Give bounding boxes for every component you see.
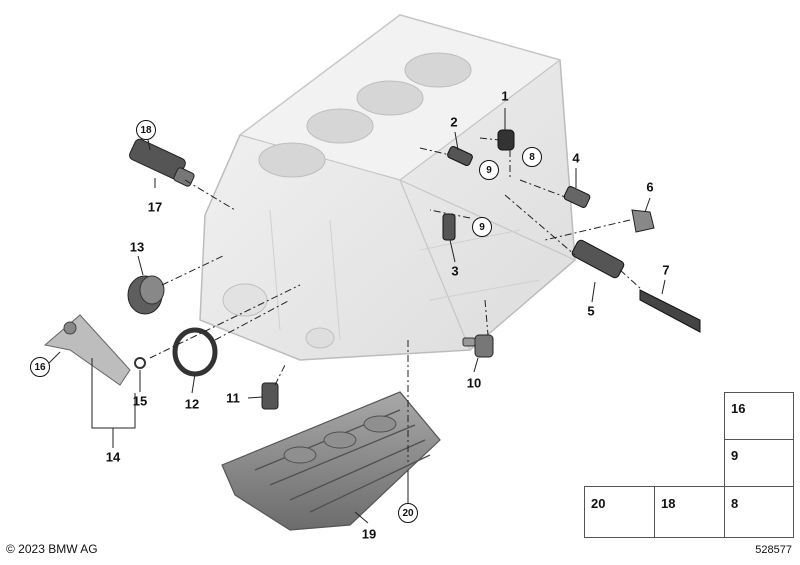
sensor-part-5: [571, 239, 625, 279]
circled-label-16: 16: [30, 357, 50, 377]
circled-label-9-lower: 9: [472, 217, 492, 237]
dash-dot-lines: [149, 137, 641, 462]
part-label-6: 6: [646, 179, 654, 195]
circled-label-18: 18: [136, 120, 156, 140]
fastener-label-18: 18: [661, 496, 676, 511]
washer-part-15: [134, 357, 146, 369]
copyright-text: © 2023 BMW AG: [6, 542, 98, 556]
sensor-part-1: [497, 129, 515, 151]
fastener-cell-18: 18: [654, 486, 725, 538]
fastener-label-9: 9: [731, 448, 739, 463]
fastener-cell-8: 8: [724, 486, 794, 538]
part-label-12: 12: [184, 396, 200, 412]
oil-pan-part-19: [221, 391, 441, 531]
fastener-label-8: 8: [731, 496, 739, 511]
part-label-13: 13: [129, 239, 145, 255]
part-label-17: 17: [147, 199, 163, 215]
part-label-11: 11: [226, 390, 240, 406]
part-label-2: 2: [450, 114, 458, 130]
part-label-7: 7: [662, 262, 670, 278]
engine-block: [199, 14, 576, 361]
fastener-label-16: 16: [731, 401, 746, 416]
circled-label-8: 8: [522, 147, 542, 167]
part-label-4: 4: [572, 150, 580, 166]
bracket-part-6: [631, 209, 655, 233]
part-label-15: 15: [132, 393, 148, 409]
sensor-part-10: [462, 334, 494, 358]
plug-part-13: [127, 275, 165, 315]
part-label-3: 3: [451, 263, 459, 279]
document-number: 528577: [755, 544, 792, 556]
part-label-1: 1: [501, 88, 509, 104]
fastener-cell-16: 16: [724, 392, 794, 440]
fastener-label-20: 20: [591, 496, 606, 511]
part-label-19: 19: [361, 526, 377, 542]
sensor-part-17: [129, 138, 195, 187]
sensor-part-2: [447, 145, 473, 167]
fastener-cell-9: 9: [724, 439, 794, 487]
leader-lines: [44, 108, 666, 524]
fastener-cell-20: 20: [584, 486, 655, 538]
sensor-part-3: [442, 213, 456, 241]
bracket-part-16: [43, 314, 131, 386]
sensor-part-4: [563, 186, 591, 208]
part-label-14: 14: [105, 449, 121, 465]
circled-label-20: 20: [398, 503, 418, 523]
rail-part-7: [639, 289, 701, 333]
circled-label-9-upper: 9: [479, 160, 499, 180]
part-label-5: 5: [587, 303, 595, 319]
sleeve-part-11: [261, 382, 279, 410]
part-label-10: 10: [466, 375, 482, 391]
